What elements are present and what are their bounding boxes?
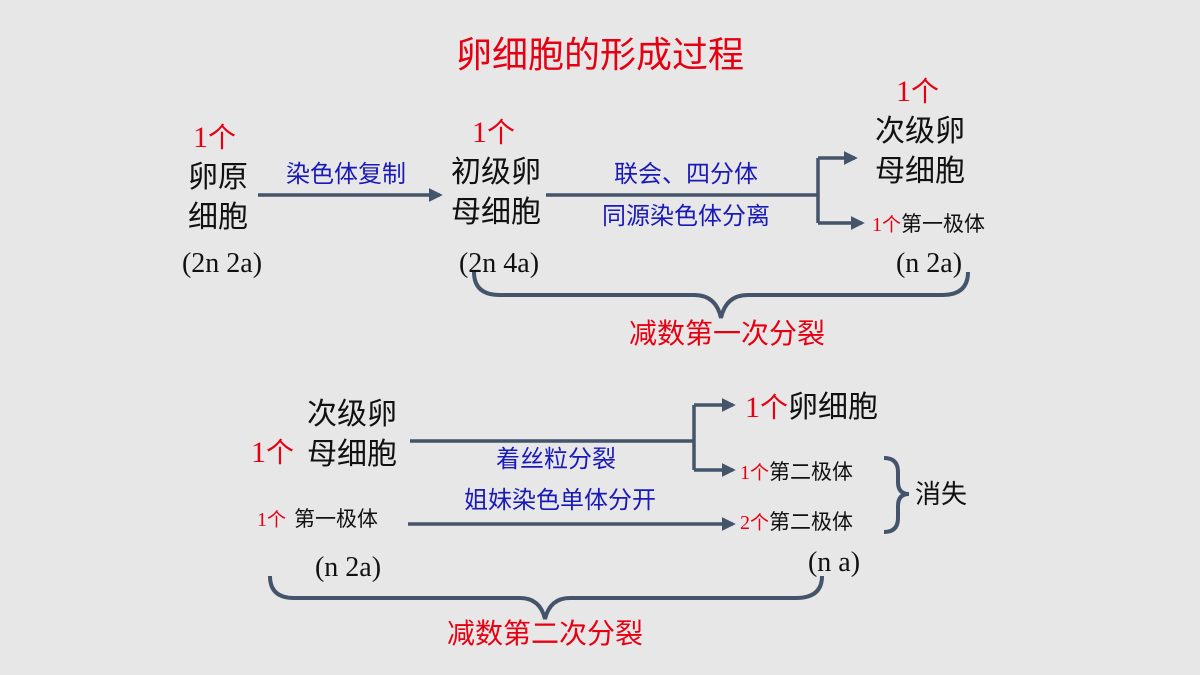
secondary-oocyte-label-2: 母细胞 <box>875 154 965 189</box>
bottom-secondary-oocyte-label-2: 母细胞 <box>307 437 397 472</box>
sister-chromatid-label: 姐妹染色单体分开 <box>464 486 656 514</box>
page-title: 卵细胞的形成过程 <box>456 35 744 76</box>
secondary-oocyte-count: 1个 <box>896 75 939 108</box>
primary-oocyte-ploidy: (2n 4a) <box>459 248 539 279</box>
second-polar-body-b: 2个第二极体 <box>740 510 853 534</box>
meiosis2-stage-label: 减数第二次分裂 <box>447 617 643 650</box>
second-polar-body-a: 1个第二极体 <box>740 460 853 484</box>
top-output-ploidy: (n 2a) <box>896 248 962 279</box>
meiosis1-brace <box>472 271 970 319</box>
bottom-input-ploidy: (n 2a) <box>315 552 381 583</box>
replication-label: 染色体复制 <box>286 160 406 188</box>
oogonium-label-2: 细胞 <box>188 200 248 235</box>
bottom-secondary-oocyte-count: 1个 <box>251 436 294 469</box>
bottom-first-polar-body: 1个第一极体 <box>257 507 378 531</box>
synapsis-label: 联会、四分体 <box>614 160 758 188</box>
bottom-secondary-oocyte-label-1: 次级卵 <box>307 397 397 432</box>
oogonium-count: 1个 <box>193 121 236 154</box>
egg-cell: 1个卵细胞 <box>745 390 878 425</box>
disappear-brace <box>883 456 910 534</box>
primary-oocyte-label-1: 初级卵 <box>451 155 541 190</box>
primary-oocyte-label-2: 母细胞 <box>451 195 541 230</box>
homolog-separation-label: 同源染色体分离 <box>602 202 770 230</box>
oogonium-label-1: 卵原 <box>188 160 248 195</box>
meiosis2-brace <box>268 575 824 620</box>
first-polar-body: 1个第一极体 <box>872 212 985 236</box>
meiosis1-stage-label: 减数第一次分裂 <box>629 317 825 350</box>
oogonium-ploidy: (2n 2a) <box>182 248 262 279</box>
bottom-output-ploidy: (n a) <box>808 547 860 578</box>
disappear-label: 消失 <box>915 480 967 510</box>
secondary-oocyte-label-1: 次级卵 <box>875 114 965 149</box>
primary-oocyte-count: 1个 <box>472 116 515 149</box>
centromere-split-label: 着丝粒分裂 <box>496 445 616 473</box>
